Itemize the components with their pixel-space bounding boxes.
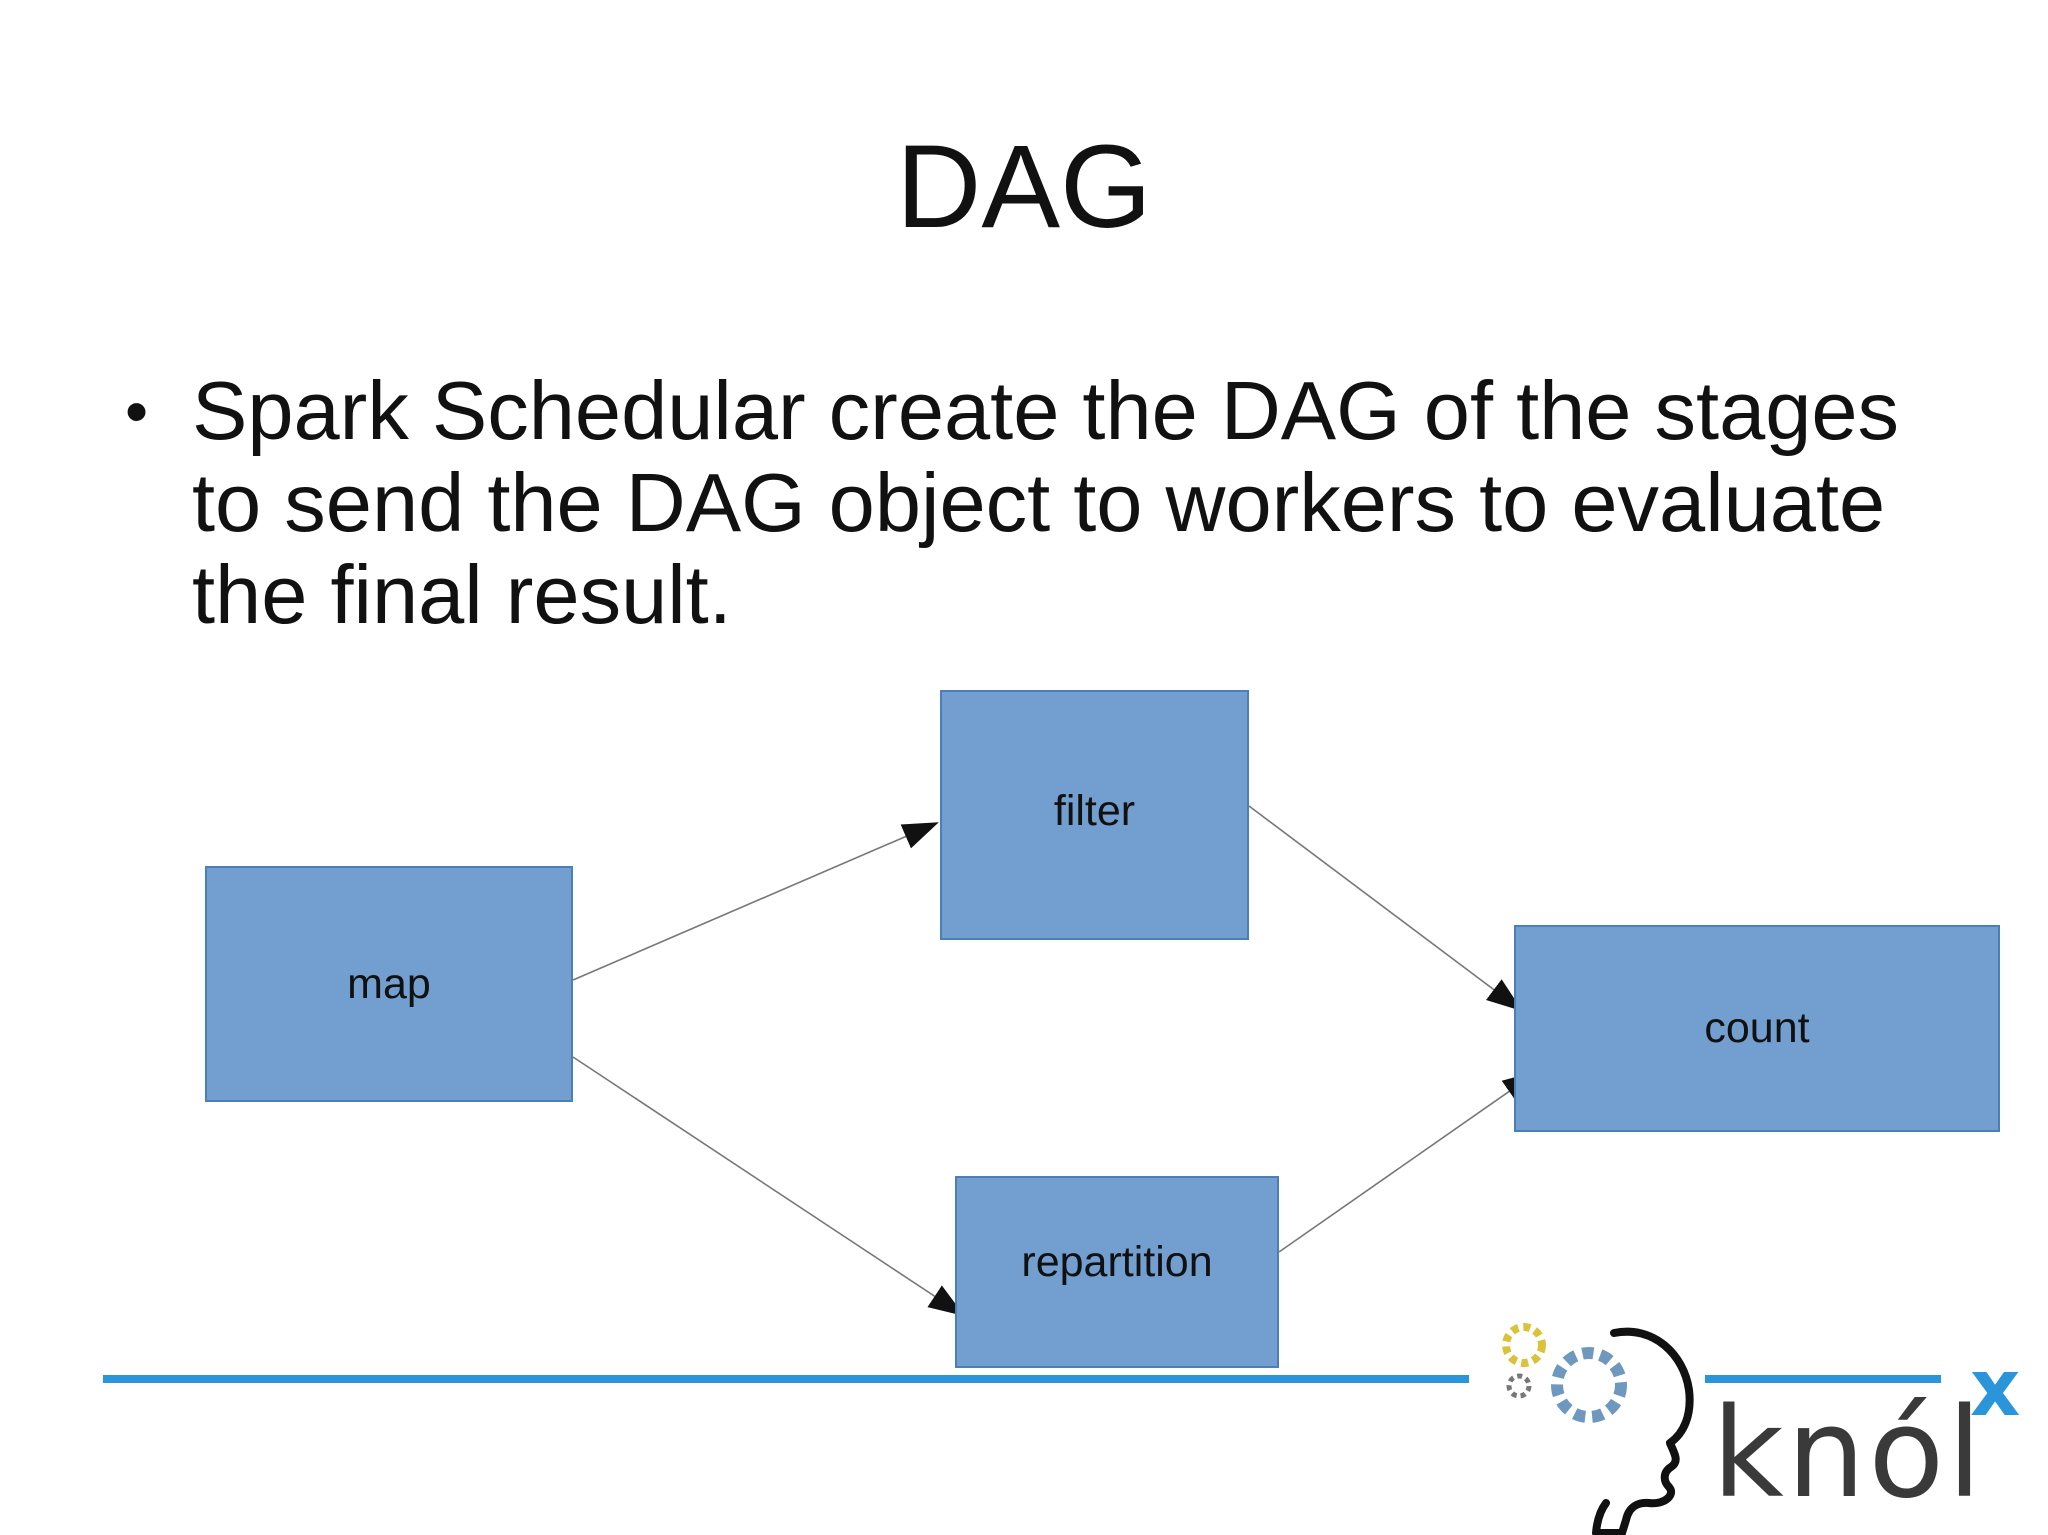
knolx-logo — [1502, 1323, 1694, 1535]
logo-superscript: x — [1970, 1344, 2021, 1434]
node-repartition: repartition — [955, 1176, 1279, 1368]
footer-divider-left — [103, 1375, 1469, 1383]
footer-divider-right — [1705, 1375, 1941, 1383]
node-count: count — [1514, 925, 2000, 1132]
bullet-list: • Spark Schedular create the DAG of the … — [125, 365, 1925, 641]
head-profile — [1592, 1327, 1694, 1535]
bullet-item: • Spark Schedular create the DAG of the … — [125, 365, 1925, 641]
slide-title: DAG — [896, 121, 1152, 253]
edge-filter-count — [1248, 805, 1523, 1012]
node-map: map — [205, 866, 573, 1102]
bullet-dot: • — [125, 374, 149, 448]
bullet-text: Spark Schedular create the DAG of the st… — [192, 364, 1900, 641]
edge-map-repartition — [572, 1056, 965, 1317]
logo-wordmark: knól — [1712, 1382, 1985, 1526]
edge-repartition-count — [1278, 1070, 1539, 1253]
edge-map-filter — [572, 822, 939, 981]
node-filter: filter — [940, 690, 1249, 940]
gear-icon — [1502, 1323, 1627, 1423]
